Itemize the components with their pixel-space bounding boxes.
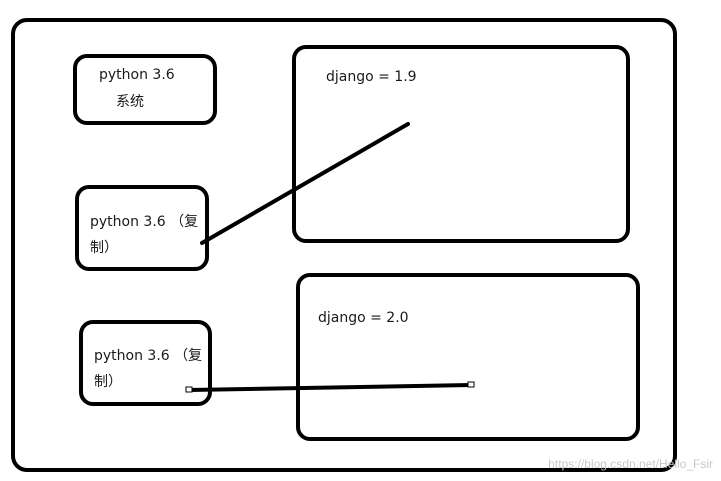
django-20-label: django = 2.0 [318, 310, 409, 326]
django-19-label: django = 1.9 [326, 69, 417, 85]
outer-frame [11, 18, 677, 472]
copy-python-1-line2: 制） [90, 240, 118, 256]
django-20-box [296, 273, 640, 441]
system-python-type-label: 系统 [116, 94, 144, 110]
copy-python-1-line1: python 3.6 （复 [90, 214, 199, 230]
watermark-text: https://blog.csdn.net/Hello_Fsir [548, 457, 713, 471]
copy-python-2-line1: python 3.6 （复 [94, 348, 203, 364]
copy-python-2-line2: 制） [94, 374, 122, 390]
system-python-version-label: python 3.6 [99, 67, 175, 83]
system-python-box [73, 54, 217, 125]
copy-python-box-2 [79, 320, 212, 406]
